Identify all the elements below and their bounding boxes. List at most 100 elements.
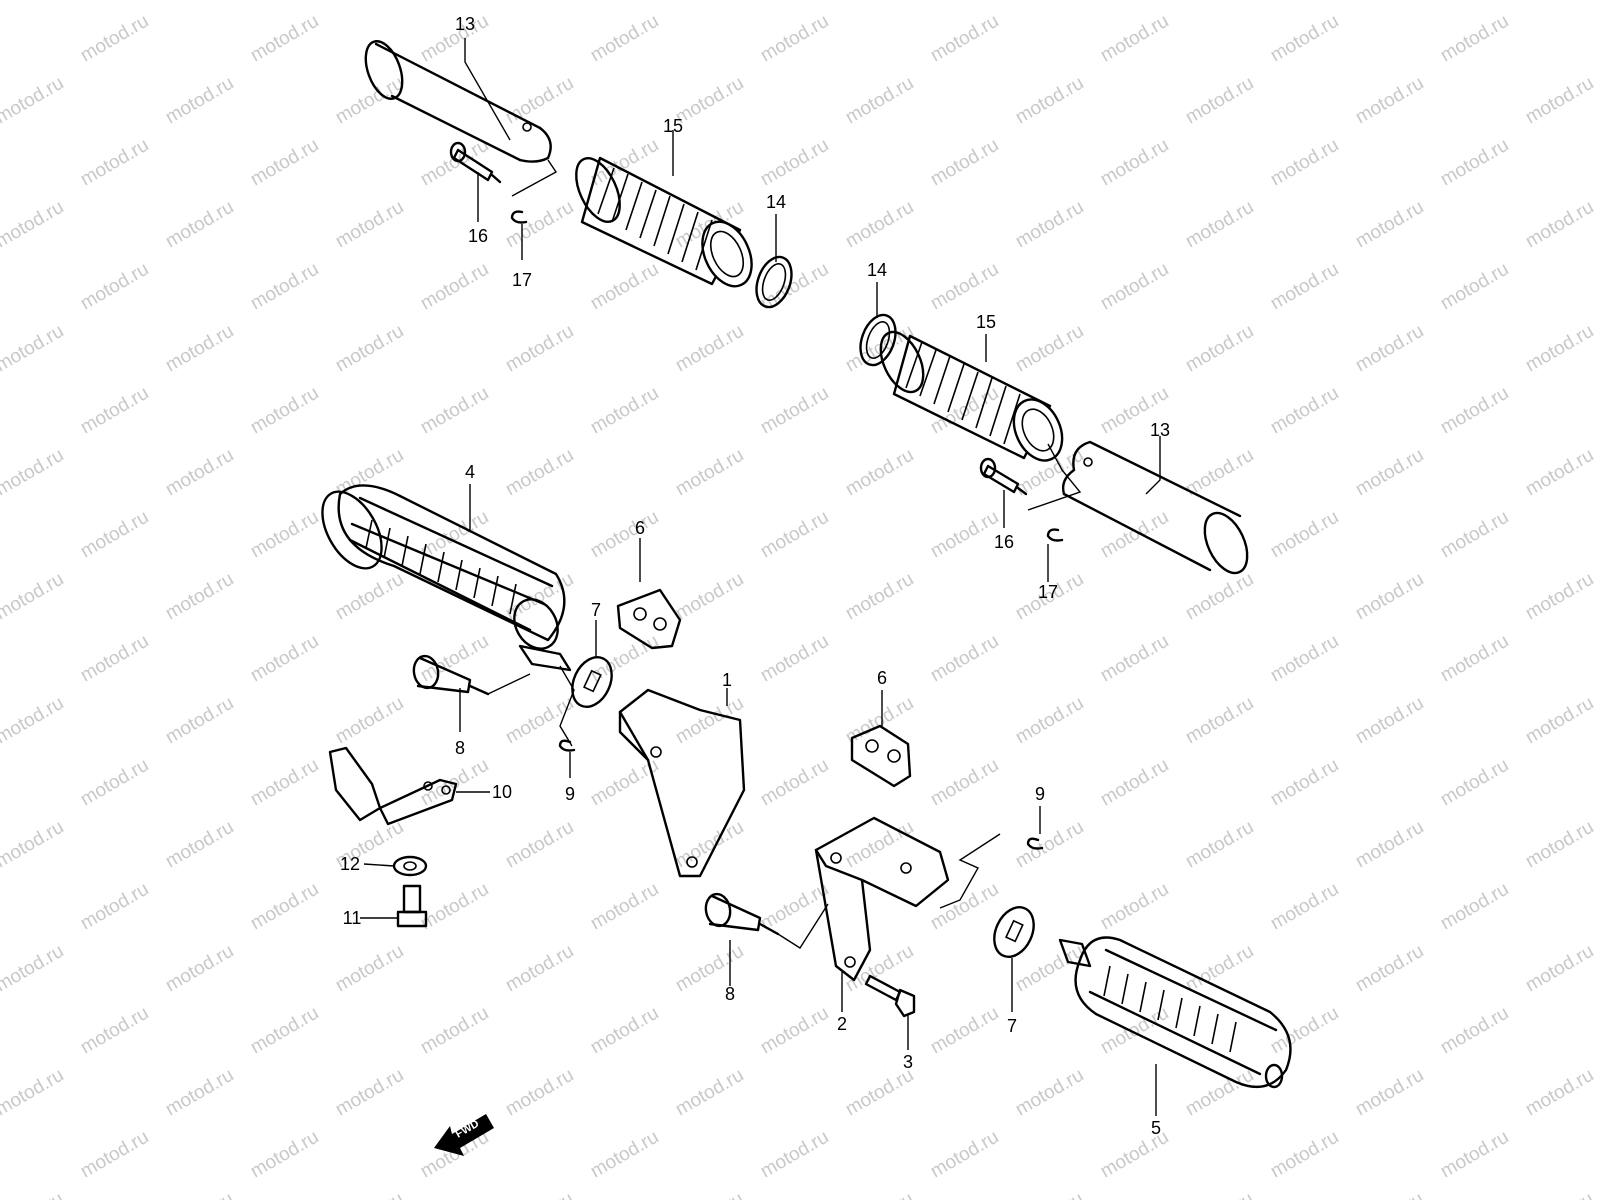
watermark-text: motod.ru: [162, 569, 237, 625]
part-11-bolt: [396, 884, 428, 928]
leader-lines: [360, 38, 1161, 1116]
watermark-text: motod.ru: [332, 321, 407, 377]
part-1-footrest-bracket-left: [618, 688, 746, 878]
watermark-text: motod.ru: [247, 631, 322, 687]
watermark-text: motod.ru: [1267, 507, 1342, 563]
watermark-text: motod.ru: [332, 693, 407, 749]
watermark-text: motod.ru: [1352, 321, 1427, 377]
part-7-washer-left: [571, 656, 613, 708]
part-14-washer-left: [755, 255, 793, 309]
watermark-text: motod.ru: [247, 259, 322, 315]
watermark-text: motod.ru: [0, 569, 67, 625]
watermark-text: motod.ru: [77, 507, 152, 563]
watermark-text: motod.ru: [1522, 73, 1597, 129]
watermark-text: motod.ru: [77, 879, 152, 935]
watermark-text: motod.ru: [0, 197, 67, 253]
watermark-text: motod.ru: [587, 383, 662, 439]
watermark-text: motod.ru: [162, 73, 237, 129]
watermark-text: motod.ru: [672, 0, 747, 4]
watermark-text: motod.ru: [672, 1189, 747, 1200]
watermark-text: motod.ru: [1267, 11, 1342, 67]
watermark-text: motod.ru: [0, 321, 67, 377]
watermark-text: motod.ru: [757, 1127, 832, 1183]
watermark-text: motod.ru: [1522, 445, 1597, 501]
watermark-text: motod.ru: [502, 197, 577, 253]
watermark-text: motod.ru: [417, 879, 492, 935]
callout-6: 6: [635, 518, 645, 538]
watermark-text: motod.ru: [0, 941, 67, 997]
watermark-text: motod.ru: [0, 0, 67, 4]
watermark-text: motod.ru: [672, 1065, 747, 1121]
watermark-text: motod.ru: [1522, 1065, 1597, 1121]
part-17-clip-left: [510, 210, 528, 224]
watermark-text: motod.ru: [672, 73, 747, 129]
callout-16: 16: [468, 226, 488, 246]
watermark-text: motod.ru: [587, 1003, 662, 1059]
watermark-text: motod.ru: [162, 197, 237, 253]
watermark-text: motod.ru: [757, 1003, 832, 1059]
part-8-pin-left: [412, 654, 490, 696]
watermark-text: motod.ru: [1012, 73, 1087, 129]
watermark-text: motod.ru: [1437, 507, 1512, 563]
watermark-text: motod.ru: [502, 1065, 577, 1121]
watermark-text: motod.ru: [1352, 197, 1427, 253]
watermark-text: motod.ru: [1437, 879, 1512, 935]
watermark-text: motod.ru: [927, 135, 1002, 191]
part-13-passenger-peg-tube-right: [1061, 440, 1249, 575]
watermark-text: motod.ru: [1097, 755, 1172, 811]
watermark-text: motod.ru: [842, 1189, 917, 1200]
part-16-pin-right: [979, 457, 1028, 496]
watermark-text: motod.ru: [417, 631, 492, 687]
callout-3: 3: [903, 1052, 913, 1072]
watermark-text: motod.ru: [0, 73, 67, 129]
watermark-text: motod.ru: [247, 879, 322, 935]
part-9-clip-right: [1026, 837, 1044, 850]
watermark-text: motod.ru: [332, 1189, 407, 1200]
watermark-text: motod.ru: [757, 631, 832, 687]
watermark-text: motod.ru: [1097, 11, 1172, 67]
watermark-text: motod.ru: [162, 817, 237, 873]
watermark-text: motod.ru: [587, 879, 662, 935]
watermark-text: motod.ru: [587, 755, 662, 811]
watermark-text: motod.ru: [1267, 1003, 1342, 1059]
watermark-text: motod.ru: [502, 941, 577, 997]
callout-8: 8: [455, 738, 465, 758]
watermark-text: motod.ru: [842, 445, 917, 501]
watermark-text: motod.ru: [672, 321, 747, 377]
callout-5: 5: [1151, 1118, 1161, 1138]
watermark-text: motod.ru: [0, 817, 67, 873]
watermark-text: motod.ru: [587, 631, 662, 687]
watermark-text: motod.ru: [162, 693, 237, 749]
callout-6: 6: [877, 668, 887, 688]
watermark-text: motod.ru: [77, 135, 152, 191]
watermark-text: motod.ru: [502, 0, 577, 4]
callout-12: 12: [340, 854, 360, 874]
callout-9: 9: [565, 784, 575, 804]
watermark-text: motod.ru: [927, 259, 1002, 315]
watermark-text: motod.ru: [1182, 569, 1257, 625]
watermark-text: motod.ru: [332, 569, 407, 625]
watermark-text: motod.ru: [162, 941, 237, 997]
watermark-text: motod.ru: [1352, 1189, 1427, 1200]
watermark-text: motod.ru: [1352, 941, 1427, 997]
watermark-text: motod.ru: [332, 197, 407, 253]
part-15-rubber-cover-left: [575, 156, 753, 288]
watermark-text: motod.ru: [502, 73, 577, 129]
watermark-text: motod.ru: [0, 1189, 67, 1200]
watermark-text: motod.ru: [1097, 879, 1172, 935]
watermark-text: motod.ru: [1267, 631, 1342, 687]
callout-17: 17: [512, 270, 532, 290]
watermark-text: motod.ru: [927, 11, 1002, 67]
watermark-text: motod.ru: [77, 11, 152, 67]
watermark-text: motod.ru: [502, 817, 577, 873]
callout-4: 4: [465, 462, 475, 482]
watermark-text: motod.ru: [77, 383, 152, 439]
watermark-text: motod.ru: [417, 1003, 492, 1059]
part-12-washer: [392, 855, 428, 877]
callout-16: 16: [994, 532, 1014, 552]
watermark-text: motod.ru: [162, 321, 237, 377]
watermark-text: motod.ru: [247, 755, 322, 811]
watermark-text: motod.ru: [1437, 259, 1512, 315]
watermark-text: motod.ru: [247, 135, 322, 191]
